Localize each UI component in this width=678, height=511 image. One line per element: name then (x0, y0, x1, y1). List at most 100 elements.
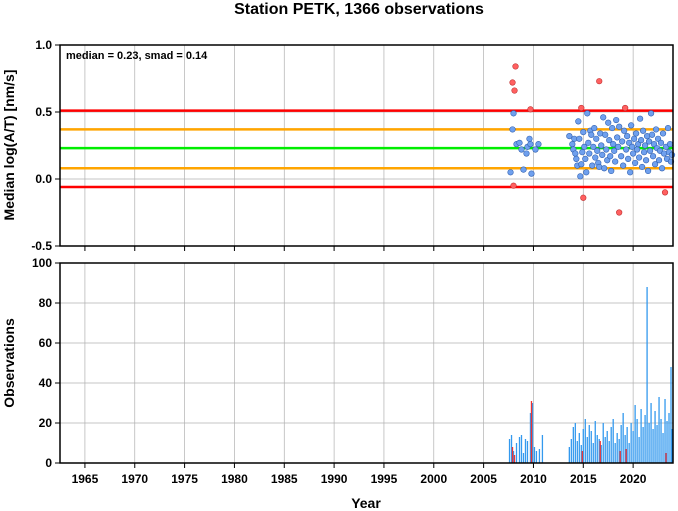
scatter-point (509, 126, 516, 133)
scatter-point (607, 153, 614, 160)
scatter-point (621, 127, 628, 134)
scatter-point (657, 139, 665, 146)
outlier-point (580, 194, 587, 201)
scatter-point (639, 163, 646, 171)
scatter-point (630, 150, 637, 157)
scatter-point (642, 157, 650, 164)
scatter-point (640, 149, 648, 156)
bottom-y-tick-label: 0 (45, 456, 52, 470)
scatter-point (658, 165, 666, 172)
scatter-point (577, 173, 584, 180)
top-y-tick-label: -0.5 (31, 239, 52, 253)
scatter-point (609, 124, 616, 132)
top-y-axis-label: Median log(A/T) [nm/s] (1, 70, 17, 221)
scatter-point (518, 146, 525, 153)
scatter-point (649, 153, 657, 160)
scatter-point (639, 127, 647, 134)
scatter-point (600, 114, 607, 121)
x-tick-label: 2010 (520, 472, 547, 486)
top-y-tick-label: 0.0 (35, 172, 52, 186)
top-y-ticks: -0.50.00.51.0 (31, 38, 60, 253)
x-axis-label: Year (351, 495, 381, 511)
scatter-point (664, 124, 672, 132)
top-x-ticks (84, 246, 634, 251)
scatter-point (648, 131, 656, 138)
scatter-point (620, 162, 627, 169)
scatter-point (615, 143, 622, 150)
scatter-point (580, 129, 587, 136)
scatter-point (593, 135, 600, 142)
scatter-point (601, 165, 608, 172)
scatter-point (631, 135, 638, 142)
scatter-point (510, 110, 517, 117)
outlier-point (511, 87, 518, 94)
scatter-point (628, 122, 635, 129)
top-panel: -0.50.00.51.0 median = 0.23, smad = 0.14… (1, 38, 676, 253)
outlier-point (527, 106, 534, 113)
bottom-plot-frame (59, 262, 674, 464)
scatter-point (659, 130, 667, 137)
scatter-point (610, 141, 617, 148)
scatter-point (616, 123, 623, 130)
bottom-grid (60, 262, 673, 464)
outlier-point (661, 189, 669, 196)
x-tick-label: 1975 (171, 472, 198, 486)
scatter-point (627, 169, 634, 176)
scatter-point (582, 155, 589, 162)
x-tick-label: 1980 (221, 472, 248, 486)
scatter-point (575, 118, 582, 125)
scatter-point (608, 167, 615, 175)
stats-annotation: median = 0.23, smad = 0.14 (66, 50, 208, 62)
scatter-point (602, 131, 609, 138)
scatter-point (579, 149, 586, 156)
scatter-point (589, 162, 596, 169)
scatter-point (581, 143, 588, 150)
scatter-point (598, 142, 605, 149)
scatter-point (585, 139, 592, 146)
outlier-point (616, 209, 623, 216)
scatter-points (507, 63, 676, 216)
scatter-point (586, 150, 593, 157)
outlier-point (578, 104, 585, 112)
scatter-point (629, 143, 636, 150)
scatter-point (532, 146, 539, 153)
scatter-point (599, 151, 606, 158)
scatter-point (623, 146, 630, 153)
scatter-point (646, 147, 654, 154)
scatter-point (645, 138, 653, 145)
x-tick-label: 1985 (271, 472, 298, 486)
scatter-point (647, 110, 655, 117)
scatter-point (606, 137, 613, 144)
scatter-point (634, 146, 641, 153)
scatter-point (507, 169, 514, 176)
scatter-point (591, 124, 598, 132)
scatter-point (535, 141, 542, 148)
scatter-point (624, 133, 631, 140)
top-grid (60, 44, 673, 247)
scatter-point (569, 141, 576, 148)
x-tick-label: 1995 (371, 472, 398, 486)
x-tick-label: 1970 (121, 472, 148, 486)
scatter-point (576, 135, 583, 142)
x-tick-label: 1965 (72, 472, 99, 486)
scatter-point (592, 154, 599, 161)
scatter-point (614, 134, 621, 141)
scatter-point (590, 143, 597, 150)
scatter-point (618, 153, 625, 160)
bottom-y-tick-label: 40 (39, 376, 53, 390)
bottom-y-tick-label: 100 (32, 256, 52, 270)
scatter-point (527, 141, 534, 148)
observation-bars (508, 287, 673, 463)
scatter-point (666, 141, 674, 148)
scatter-point (584, 110, 591, 117)
scatter-point (572, 150, 579, 157)
scatter-point (603, 146, 610, 153)
scatter-point (605, 119, 612, 126)
scatter-point (583, 169, 590, 176)
scatter-point (655, 157, 663, 164)
scatter-point (632, 159, 639, 167)
scatter-point (638, 137, 645, 144)
